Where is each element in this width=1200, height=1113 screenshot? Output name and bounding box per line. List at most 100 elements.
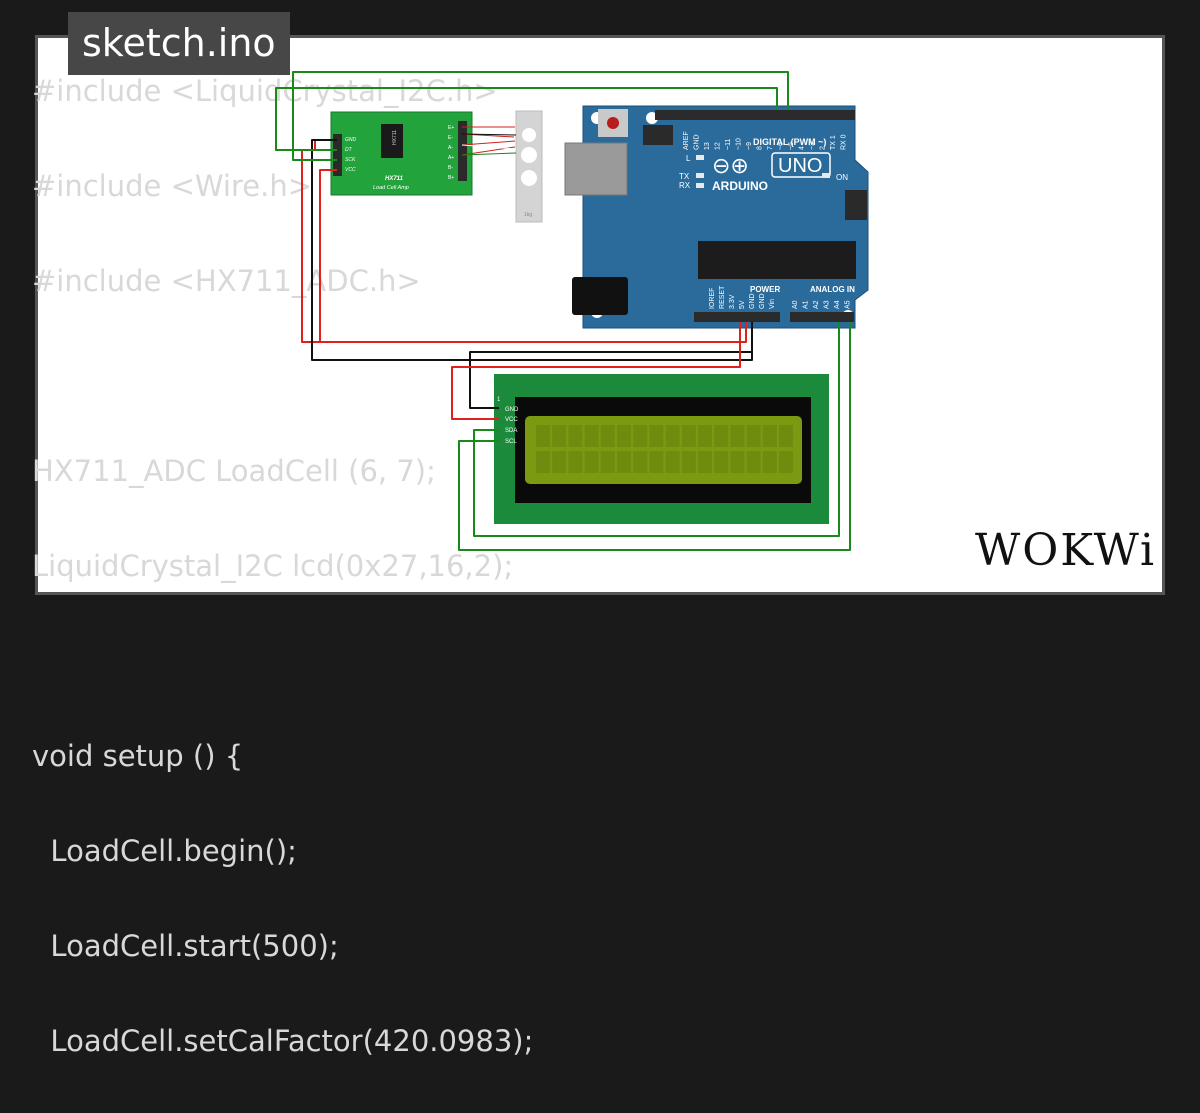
- wire-hx711-dt: [275, 87, 778, 151]
- lcd-character-grid: [536, 425, 793, 473]
- digital-pin-label: ~3: [809, 142, 816, 150]
- arduino-infinity-logo: ⊖⊕: [712, 153, 749, 178]
- on-label: ON: [836, 173, 848, 182]
- power-pin-label: Vin: [769, 299, 776, 309]
- power-pin-label: 5V: [739, 300, 746, 309]
- reset-button[interactable]: [607, 117, 619, 129]
- digital-pin-label: AREF: [683, 131, 690, 150]
- lcd-pin-scl: SCL: [505, 439, 517, 445]
- lcd-cell: [584, 451, 599, 473]
- lcd-cell: [779, 451, 793, 473]
- analog-pin-label: A0: [792, 300, 799, 309]
- code-line: HX711_ADC LoadCell (6, 7);: [32, 454, 436, 488]
- digital-pin-label: ~6: [778, 142, 785, 150]
- load-cell-hole: [521, 147, 537, 163]
- arduino-brand: ARDUINO: [712, 179, 768, 193]
- power-pin-label: GND: [759, 293, 766, 309]
- code-line: #include <LiquidCrystal_I2C.h>: [32, 74, 498, 108]
- l-led: [696, 155, 704, 160]
- analog-pin-label: A4: [834, 300, 841, 309]
- hx711-left-header: [333, 134, 342, 176]
- power-pin-label: GND: [749, 293, 756, 309]
- lcd-cell: [762, 425, 777, 447]
- tx-led: [696, 173, 704, 178]
- digital-pin-label: ~9: [746, 142, 753, 150]
- atmega-chip: [698, 241, 856, 279]
- pin-a-plus: A+: [448, 155, 454, 161]
- lcd-cell: [714, 451, 729, 473]
- wire-hx711-vcc-5v: [301, 139, 747, 343]
- hx711-name: HX711: [385, 176, 404, 182]
- power-jack: [572, 277, 628, 315]
- hx711-right-header: [458, 121, 467, 181]
- digital-pin-label: ~5: [788, 142, 795, 150]
- pin-e-minus: E-: [448, 135, 453, 141]
- analog-pin-label: A5: [845, 300, 852, 309]
- pin-sck: SCK: [345, 157, 356, 163]
- code-line: LoadCell.begin();: [32, 834, 297, 868]
- lcd-pin-vcc: VCC: [505, 417, 518, 423]
- lcd-cell: [746, 451, 761, 473]
- digital-header: [655, 110, 855, 120]
- uno-label: UNO: [778, 155, 822, 177]
- digital-pin-label: 4: [799, 146, 806, 150]
- power-pin-label: RESET: [719, 285, 726, 309]
- code-line: LiquidCrystal_I2C lcd(0x27,16,2);: [32, 549, 514, 583]
- lcd-cell: [617, 451, 631, 473]
- lcd-cell: [649, 425, 664, 447]
- pin-b-plus: B+: [448, 175, 454, 181]
- wire-hx711-vcc: [319, 169, 337, 342]
- usb-port: [564, 142, 628, 196]
- code-line: LoadCell.setCalFactor(420.0983);: [32, 1024, 534, 1058]
- rx-label: RX: [679, 181, 691, 190]
- power-pin-label: 3.3V: [729, 294, 736, 309]
- digital-pin-label: 12: [715, 142, 722, 150]
- lcd-pin-number: 1: [497, 397, 501, 403]
- digital-pin-label: GND: [694, 134, 701, 150]
- wire-load-cell-leads: [461, 126, 516, 156]
- rx-led: [696, 183, 704, 188]
- digital-pin-label: 7: [767, 146, 774, 150]
- power-label: POWER: [750, 285, 780, 294]
- lcd-cell: [665, 451, 680, 473]
- pin-a-minus: A-: [448, 145, 453, 151]
- code-line: #include <HX711_ADC.h>: [32, 264, 421, 298]
- digital-pin-label: ~11: [725, 139, 732, 150]
- hx711-module[interactable]: HX711 HX711 Load Cell Amp GND DT SCK VCC…: [330, 111, 473, 196]
- hx711-chip: [381, 124, 403, 158]
- hx711-subtitle: Load Cell Amp: [373, 185, 409, 191]
- lcd-cell: [649, 451, 664, 473]
- digital-pin-label: ~10: [736, 138, 743, 150]
- digital-pin-label: TX 1: [830, 135, 837, 150]
- lcd-cell: [568, 425, 583, 447]
- lcd-cell: [746, 425, 761, 447]
- digital-pin-label: RX 0: [841, 134, 848, 150]
- lcd-cell: [633, 451, 648, 473]
- analog-pin-label: A3: [824, 300, 831, 309]
- lcd-cell: [536, 451, 550, 473]
- icsp-header: [643, 125, 673, 145]
- analog-header: [790, 312, 854, 322]
- l-led-label: L: [686, 154, 691, 163]
- wire-lcd-sda: [473, 322, 840, 537]
- lcd-pin-gnd: GND: [505, 407, 519, 413]
- code-line: void setup () {: [32, 739, 244, 773]
- lcd-cell: [568, 451, 583, 473]
- code-line: #include <Wire.h>: [32, 169, 313, 203]
- sketch-title: sketch.ino: [68, 12, 290, 75]
- pin-dt: DT: [345, 147, 353, 153]
- load-cell[interactable]: 1kg: [515, 110, 543, 223]
- digital-pin-label: 2: [820, 146, 827, 150]
- lcd-1602-i2c[interactable]: 1 GND VCC SDA SCL: [494, 374, 829, 524]
- pin-b-minus: B-: [448, 165, 453, 171]
- lcd-cell: [714, 425, 729, 447]
- icsp-header-right: [845, 190, 867, 220]
- lcd-cell: [600, 425, 615, 447]
- on-led: [822, 173, 830, 178]
- pin-vcc: VCC: [345, 167, 356, 173]
- lcd-pin-sda: SDA: [505, 428, 517, 434]
- analog-pin-label: A2: [813, 300, 820, 309]
